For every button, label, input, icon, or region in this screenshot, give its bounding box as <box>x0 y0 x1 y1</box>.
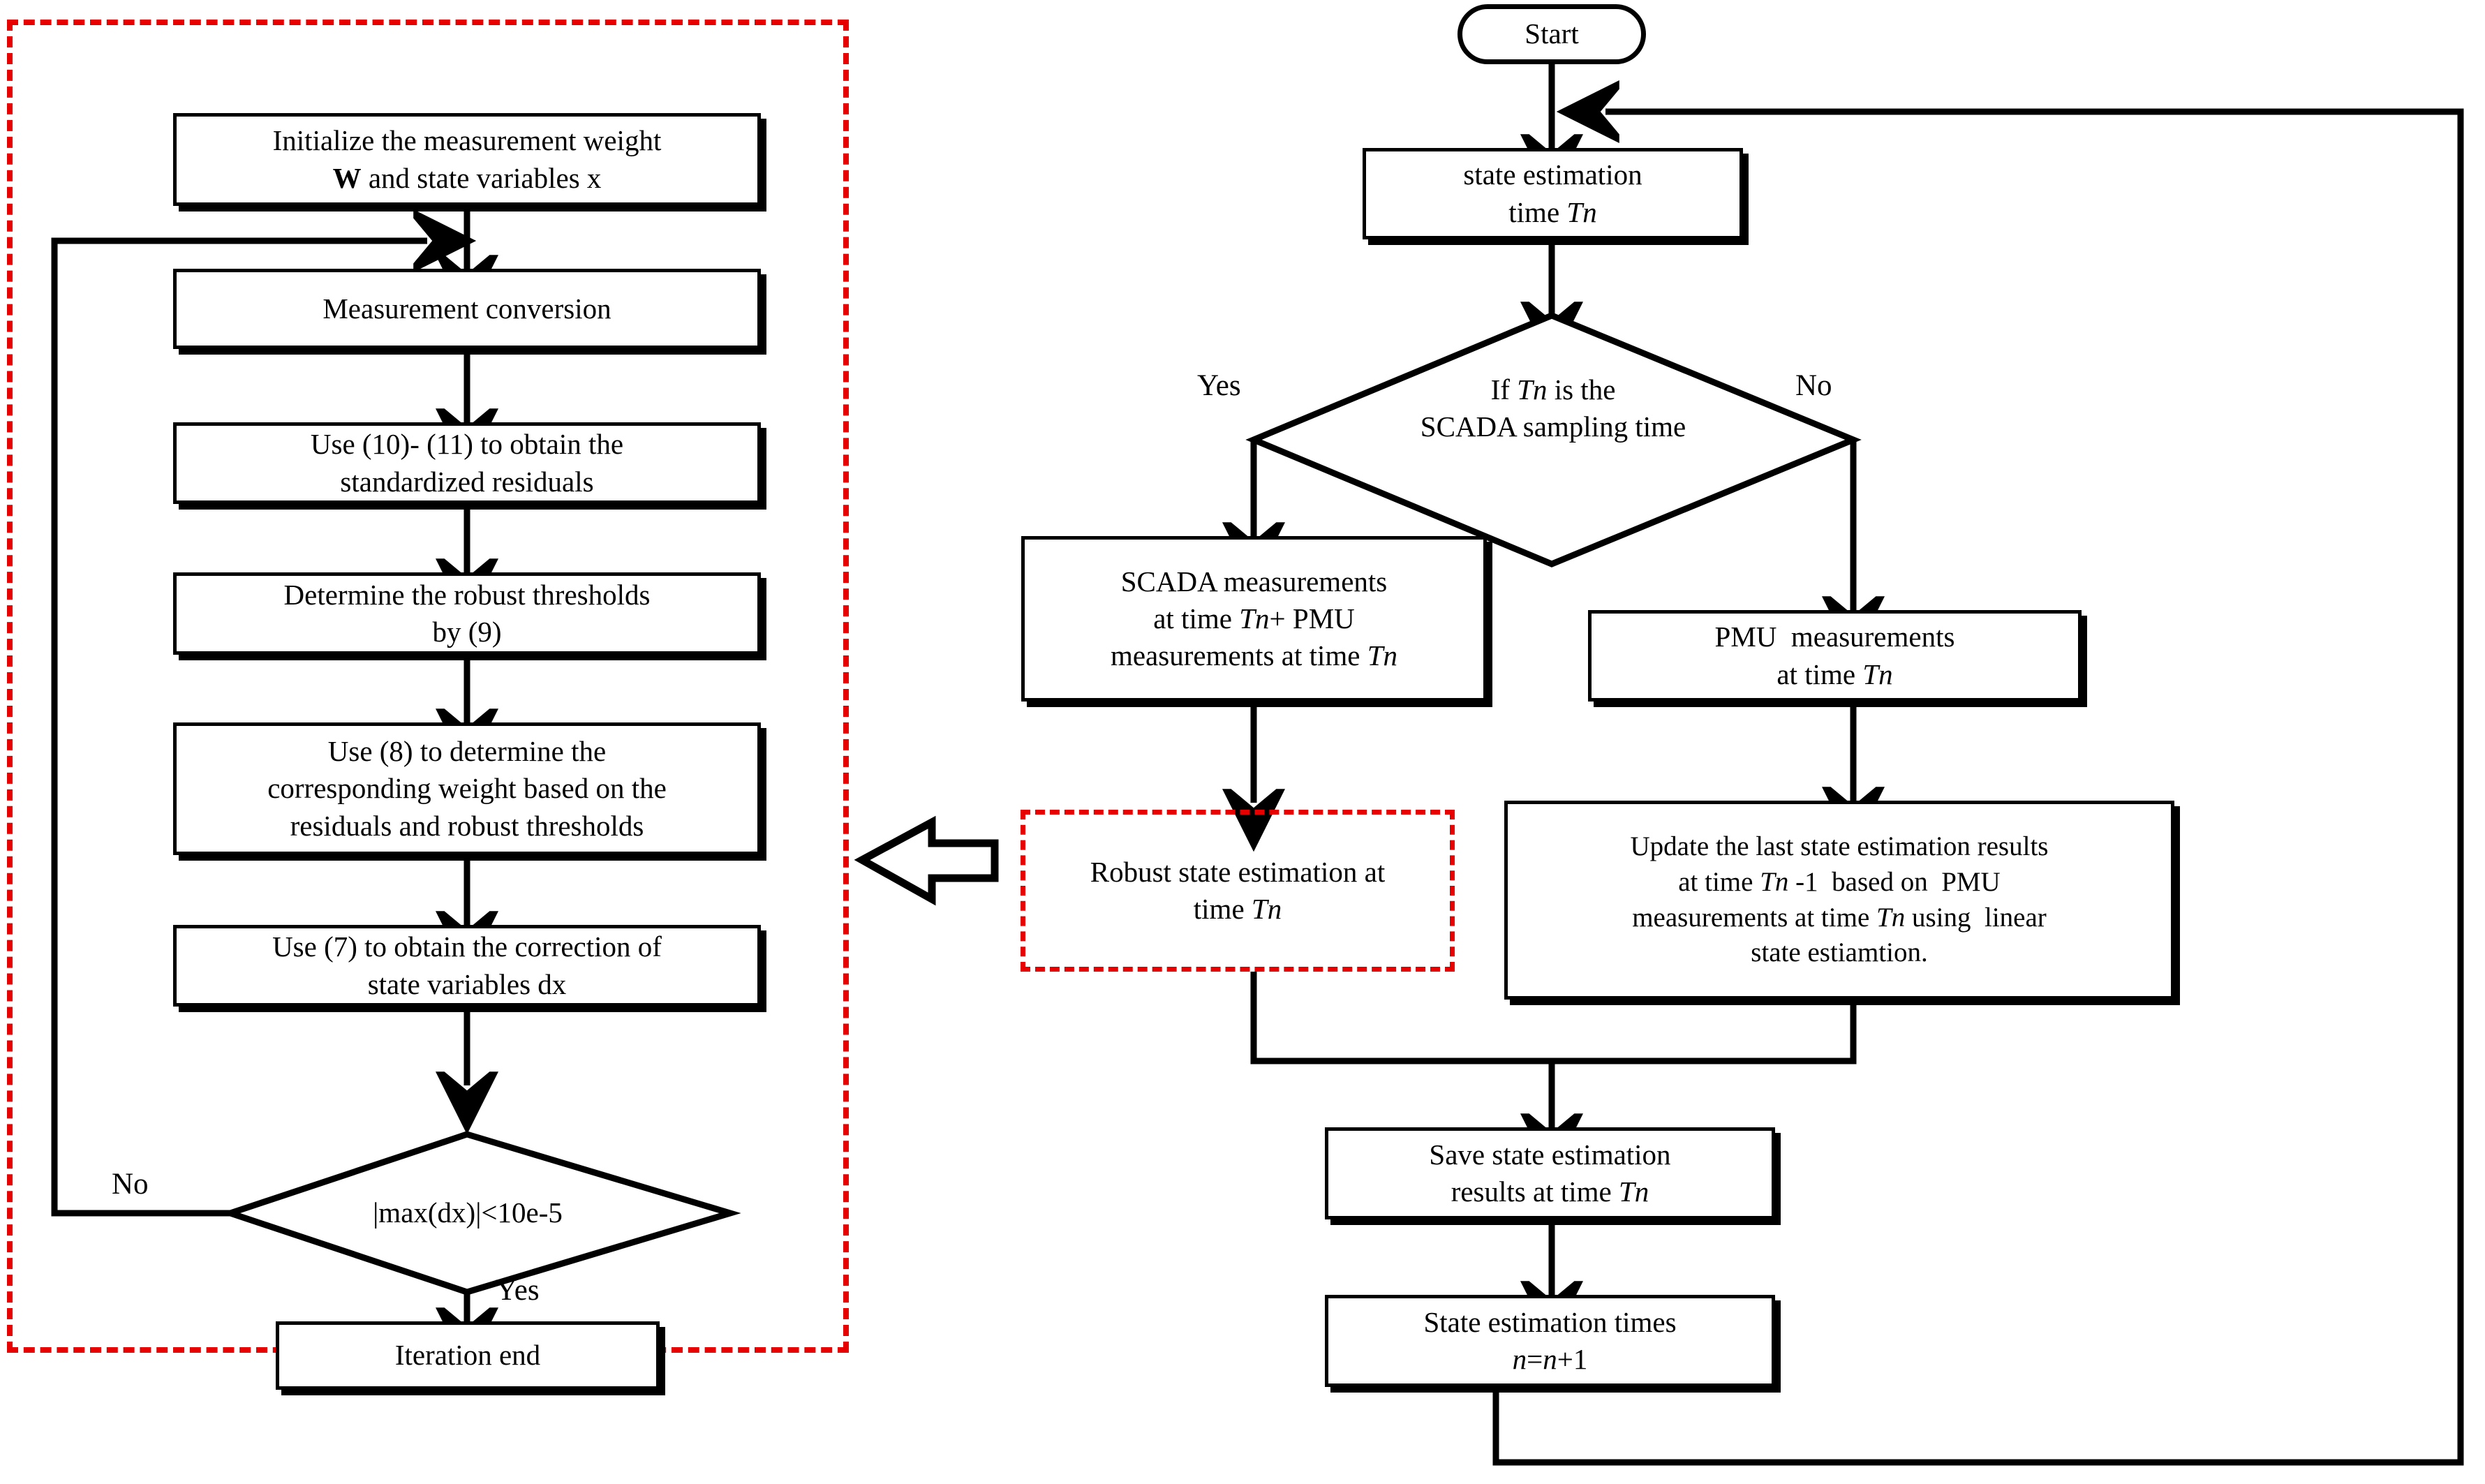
box-update-last-results-text: Update the last state estimation results… <box>1630 831 2049 968</box>
box-measurement-conversion[interactable]: Measurement conversion <box>173 269 761 349</box>
weight-symbol: W <box>332 161 362 194</box>
box-state-correction-text: Use (7) to obtain the correction of stat… <box>272 930 662 1000</box>
box-robust-thresholds-text: Determine the robust thresholds by (9) <box>283 578 651 648</box>
decision-converged-shape <box>220 1131 741 1296</box>
decision-scada-time-shape <box>1245 312 1862 567</box>
terminator-start[interactable]: Start <box>1457 4 1646 64</box>
box-state-correction[interactable]: Use (7) to obtain the correction of stat… <box>173 925 761 1007</box>
box-robust-thresholds[interactable]: Determine the robust thresholds by (9) <box>173 572 761 655</box>
decision-converged-label[interactable]: |max(dx)|<10e-5 <box>300 1180 635 1247</box>
edge-label-no-left: No <box>112 1168 149 1201</box>
edge-label-yes-left: Yes <box>496 1274 540 1307</box>
edge-label-no-right: No <box>1795 369 1832 402</box>
terminator-start-text: Start <box>1525 17 1579 50</box>
box-standardized-residuals-text: Use (10)- (11) to obtain the standardize… <box>310 428 624 498</box>
box-standardized-residuals[interactable]: Use (10)- (11) to obtain the standardize… <box>173 422 761 504</box>
edge-label-yes-right: Yes <box>1197 369 1241 402</box>
box-iteration-end[interactable]: Iteration end <box>276 1321 660 1390</box>
box-update-last-results[interactable]: Update the last state estimation results… <box>1504 801 2174 1000</box>
box-iteration-end-text: Iteration end <box>394 1339 541 1372</box>
decision-converged-text: |max(dx)|<10e-5 <box>373 1196 563 1229</box>
box-determine-weight-text: Use (8) to determine the corresponding w… <box>267 735 667 842</box>
box-measurement-conversion-text: Measurement conversion <box>322 292 611 325</box>
box-determine-weight[interactable]: Use (8) to determine the corresponding w… <box>173 722 761 855</box>
subroutine-expansion-arrow-icon <box>854 815 999 906</box>
box-initialize[interactable]: Initialize the measurement weight W and … <box>173 113 761 206</box>
box-initialize-text: Initialize the measurement weight W and … <box>272 124 662 194</box>
